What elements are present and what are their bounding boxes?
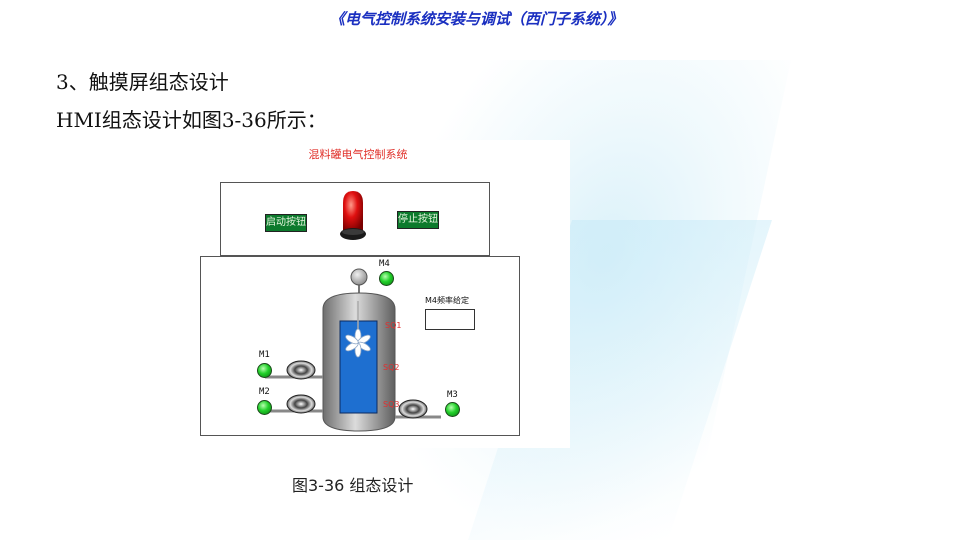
mixing-tank-diagram xyxy=(265,268,441,432)
figure-caption: 图3-36 组态设计 xyxy=(292,476,414,495)
motor-m3-label: M3 xyxy=(447,390,458,400)
motor-m2-indicator[interactable] xyxy=(257,400,272,415)
motor-m1-indicator[interactable] xyxy=(257,363,272,378)
motor-m3-indicator[interactable] xyxy=(445,402,460,417)
section-subheading: HMI组态设计如图3-36所示： xyxy=(56,108,327,132)
sensor-sq3-label: SQ3 xyxy=(383,400,400,409)
process-panel: M4 M4频率给定 SQ1 SQ2 SQ3 M1 M2 M3 xyxy=(200,256,520,436)
motor-m4-indicator[interactable] xyxy=(379,271,394,286)
frequency-input[interactable] xyxy=(425,309,475,330)
hmi-screen: 混料罐电气控制系统 启动按钮 停止按钮 xyxy=(146,140,570,448)
frequency-label: M4频率给定 xyxy=(425,296,469,305)
control-panel: 启动按钮 停止按钮 xyxy=(220,182,490,256)
motor-m1-label: M1 xyxy=(259,350,270,360)
motor-m4-label: M4 xyxy=(379,259,390,269)
slide-header: 《电气控制系统安装与调试（西门子系统）》 xyxy=(330,10,623,28)
indicator-lamp-icon xyxy=(340,191,366,240)
sensor-sq1-label: SQ1 xyxy=(385,321,402,330)
hmi-title: 混料罐电气控制系统 xyxy=(308,148,408,161)
sensor-sq2-label: SQ2 xyxy=(383,363,400,372)
motor-m2-label: M2 xyxy=(259,387,270,397)
stop-button[interactable]: 停止按钮 xyxy=(397,211,439,229)
start-button[interactable]: 启动按钮 xyxy=(265,214,307,232)
section-heading: 3、触摸屏组态设计 xyxy=(56,70,229,94)
